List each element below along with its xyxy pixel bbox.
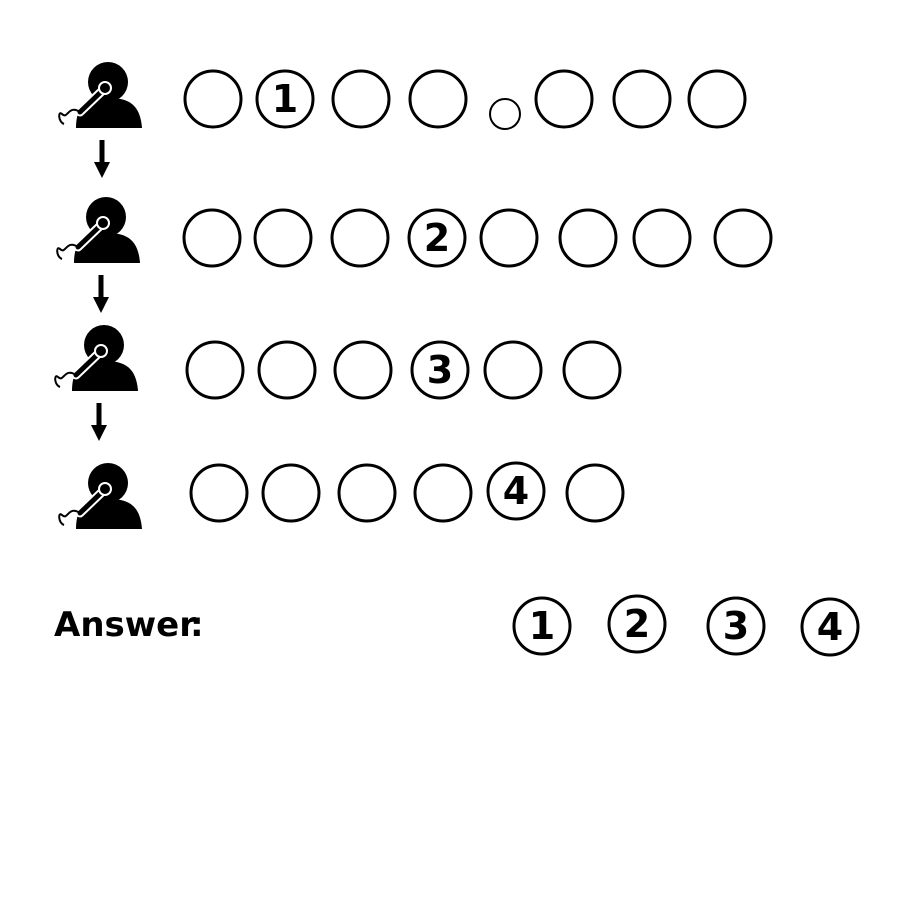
circle bbox=[331, 69, 391, 129]
answer-option-3[interactable]: 3 bbox=[706, 596, 766, 656]
circle bbox=[565, 463, 625, 523]
circle bbox=[333, 340, 393, 400]
answer-option-4[interactable]: 4 bbox=[800, 597, 860, 657]
circle bbox=[183, 69, 243, 129]
marker-label: 3 bbox=[427, 348, 453, 392]
circle bbox=[261, 463, 321, 523]
answer-option-label: 2 bbox=[624, 602, 650, 646]
row-1: 1 bbox=[183, 69, 747, 130]
circle bbox=[413, 463, 473, 523]
circle bbox=[189, 463, 249, 523]
answer-option-label: 3 bbox=[723, 604, 749, 648]
marker-label: 2 bbox=[424, 216, 450, 260]
circle bbox=[612, 69, 672, 129]
circle bbox=[330, 208, 390, 268]
marked-circle bbox=[255, 69, 315, 129]
circle bbox=[713, 208, 773, 268]
circle bbox=[534, 69, 594, 129]
circle bbox=[337, 463, 397, 523]
marked-circle bbox=[407, 208, 467, 268]
answer-option-1[interactable]: 1 bbox=[512, 596, 572, 656]
marked-circle bbox=[410, 340, 470, 400]
circle bbox=[253, 208, 313, 268]
marker-label: 4 bbox=[503, 469, 529, 513]
row-3: 3 bbox=[185, 340, 622, 400]
small-circle bbox=[489, 98, 521, 130]
circle bbox=[185, 340, 245, 400]
row-2: 2 bbox=[182, 208, 773, 268]
marked-circle bbox=[486, 461, 546, 521]
marker-label: 1 bbox=[272, 77, 298, 121]
speaker-icon-row-2 bbox=[57, 197, 140, 263]
answer-colon: : bbox=[190, 605, 204, 645]
arrow-down-icon-3 bbox=[91, 403, 107, 441]
circle bbox=[257, 340, 317, 400]
circle bbox=[687, 69, 747, 129]
circle bbox=[479, 208, 539, 268]
answer-label: Answer bbox=[54, 605, 196, 645]
speaker-icon-row-1 bbox=[59, 62, 142, 128]
answer-option-2[interactable]: 2 bbox=[607, 594, 667, 654]
circle bbox=[562, 340, 622, 400]
speaker-icon-row-4 bbox=[59, 463, 142, 529]
answer-option-label: 1 bbox=[529, 604, 555, 648]
speaker-icon-row-3 bbox=[55, 325, 138, 391]
row-4: 4 bbox=[189, 461, 625, 523]
arrow-down-icon-2 bbox=[93, 275, 109, 313]
circle bbox=[632, 208, 692, 268]
circle bbox=[483, 340, 543, 400]
arrow-down-icon-1 bbox=[94, 140, 110, 178]
answer-option-label: 4 bbox=[817, 605, 843, 649]
circle bbox=[558, 208, 618, 268]
circle bbox=[408, 69, 468, 129]
circle bbox=[182, 208, 242, 268]
